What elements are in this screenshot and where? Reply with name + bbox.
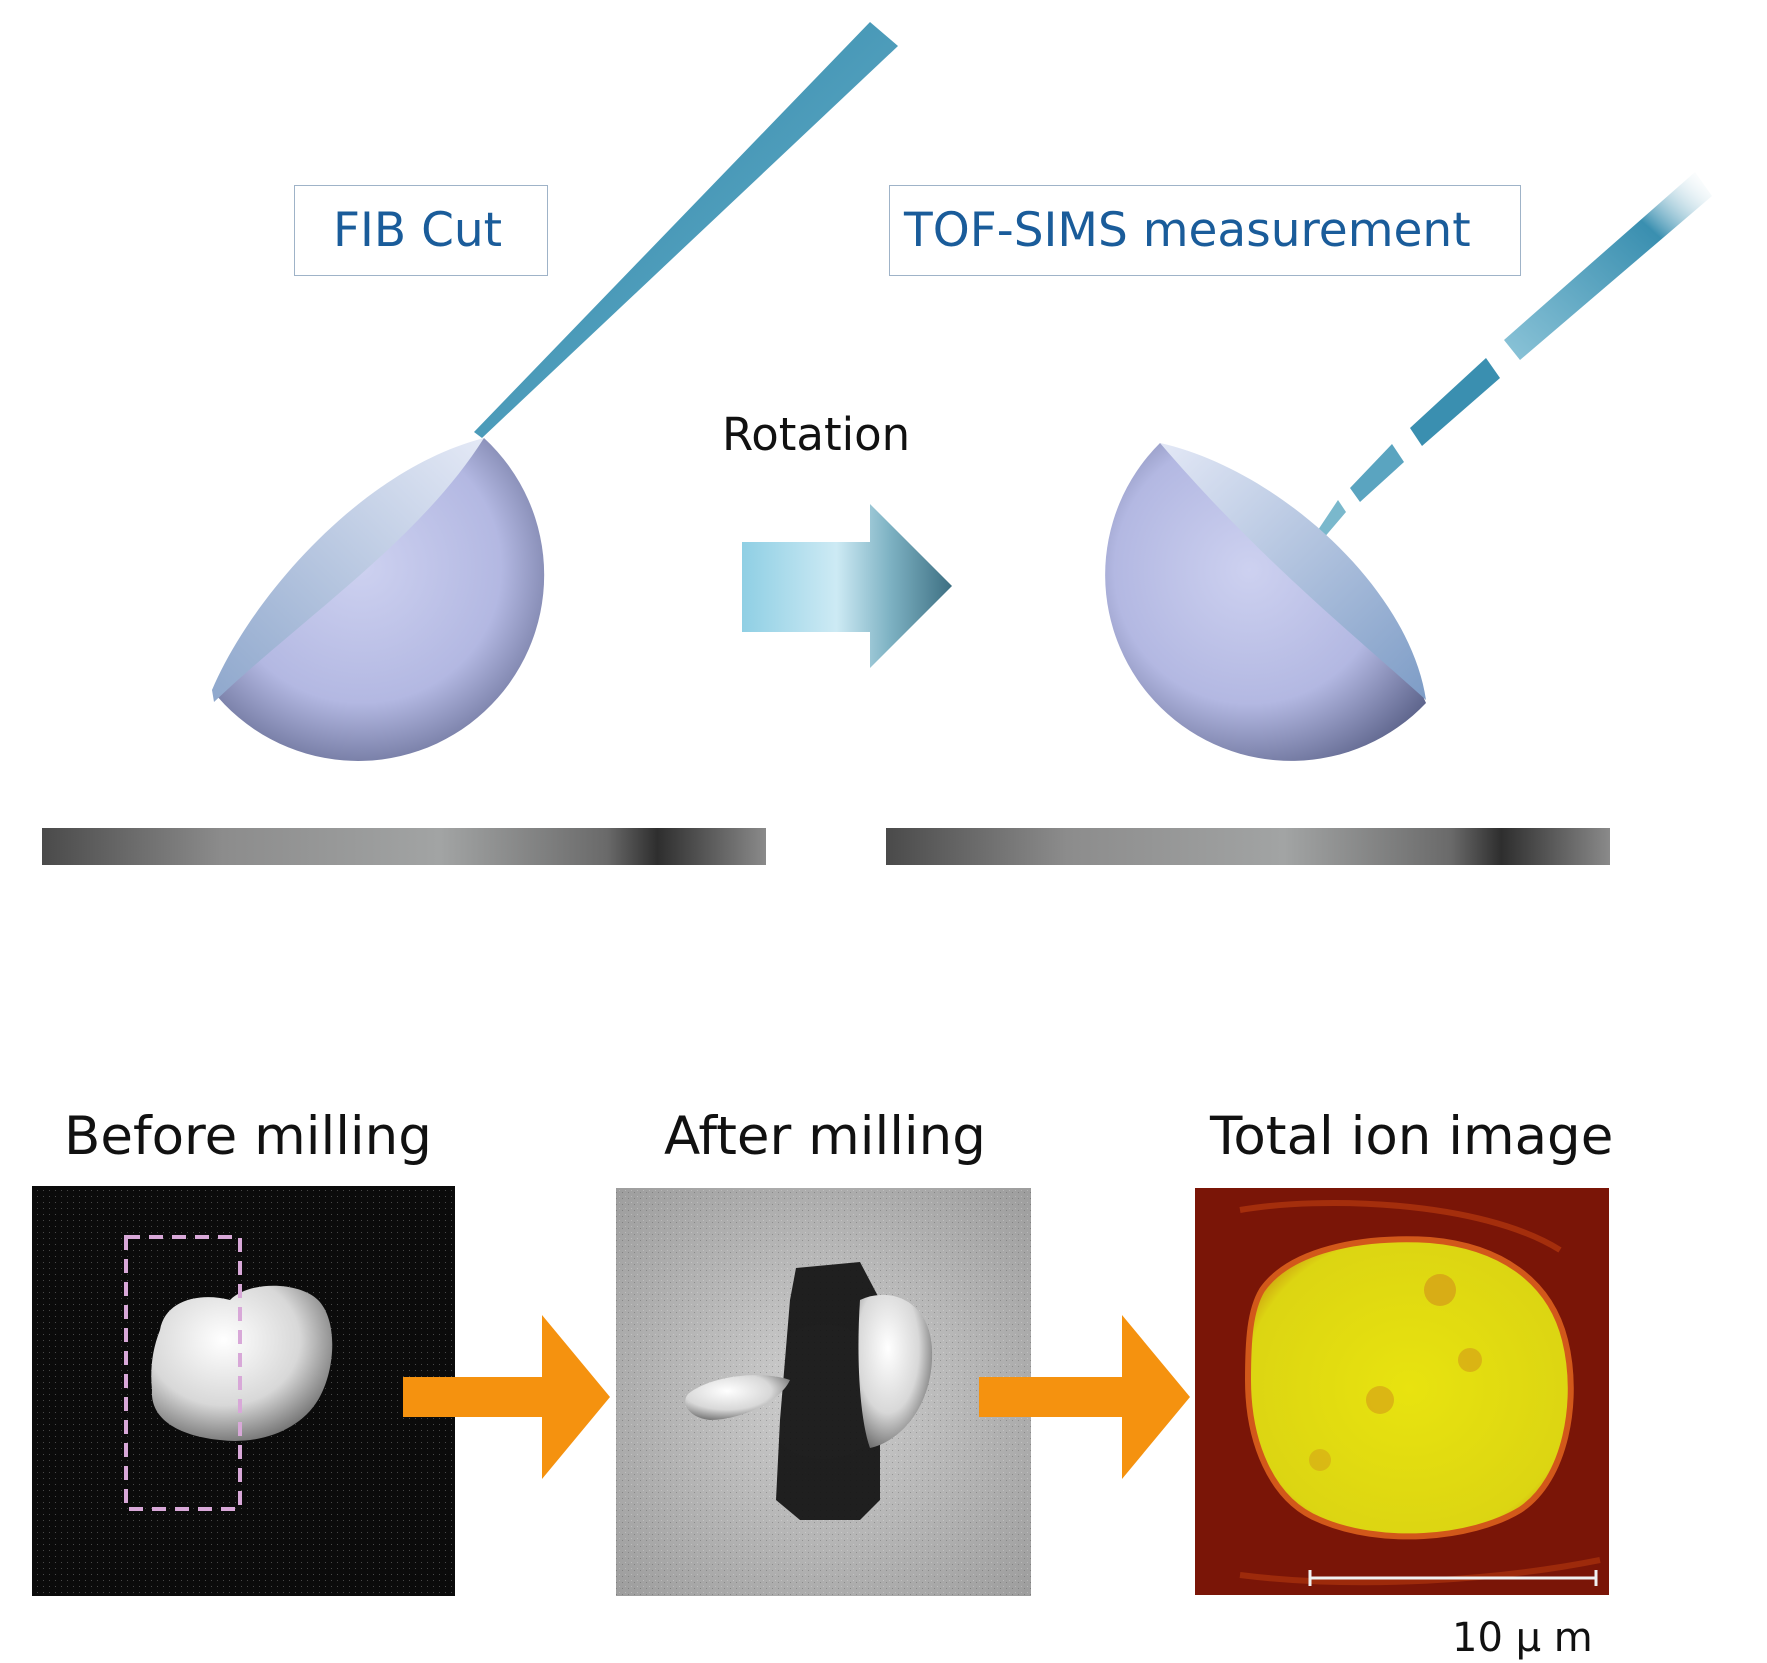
orange-arrow-1 [403, 1315, 610, 1479]
fib-beam [474, 22, 898, 438]
rotation-label: Rotation [722, 408, 911, 461]
scale-label: 10 μ m [1452, 1615, 1593, 1661]
tof-sims-label-box: TOF-SIMS measurement [889, 185, 1521, 276]
after-milling-image [616, 1188, 1031, 1596]
rotation-arrow [742, 504, 952, 668]
total-ion-image [1195, 1188, 1609, 1595]
tof-sims-label: TOF-SIMS measurement [904, 203, 1471, 258]
substrate-left [42, 828, 766, 865]
hemisphere-left [212, 438, 545, 761]
fib-cut-label: FIB Cut [333, 203, 503, 258]
hemisphere-right [1105, 443, 1426, 761]
substrate-right [886, 828, 1610, 865]
total-ion-image-label: Total ion image [1210, 1106, 1614, 1167]
before-milling-label: Before milling [64, 1106, 432, 1167]
before-milling-image [32, 1186, 455, 1596]
after-milling-label: After milling [664, 1106, 986, 1167]
orange-arrow-2 [979, 1315, 1190, 1479]
fib-cut-label-box: FIB Cut [294, 185, 548, 276]
